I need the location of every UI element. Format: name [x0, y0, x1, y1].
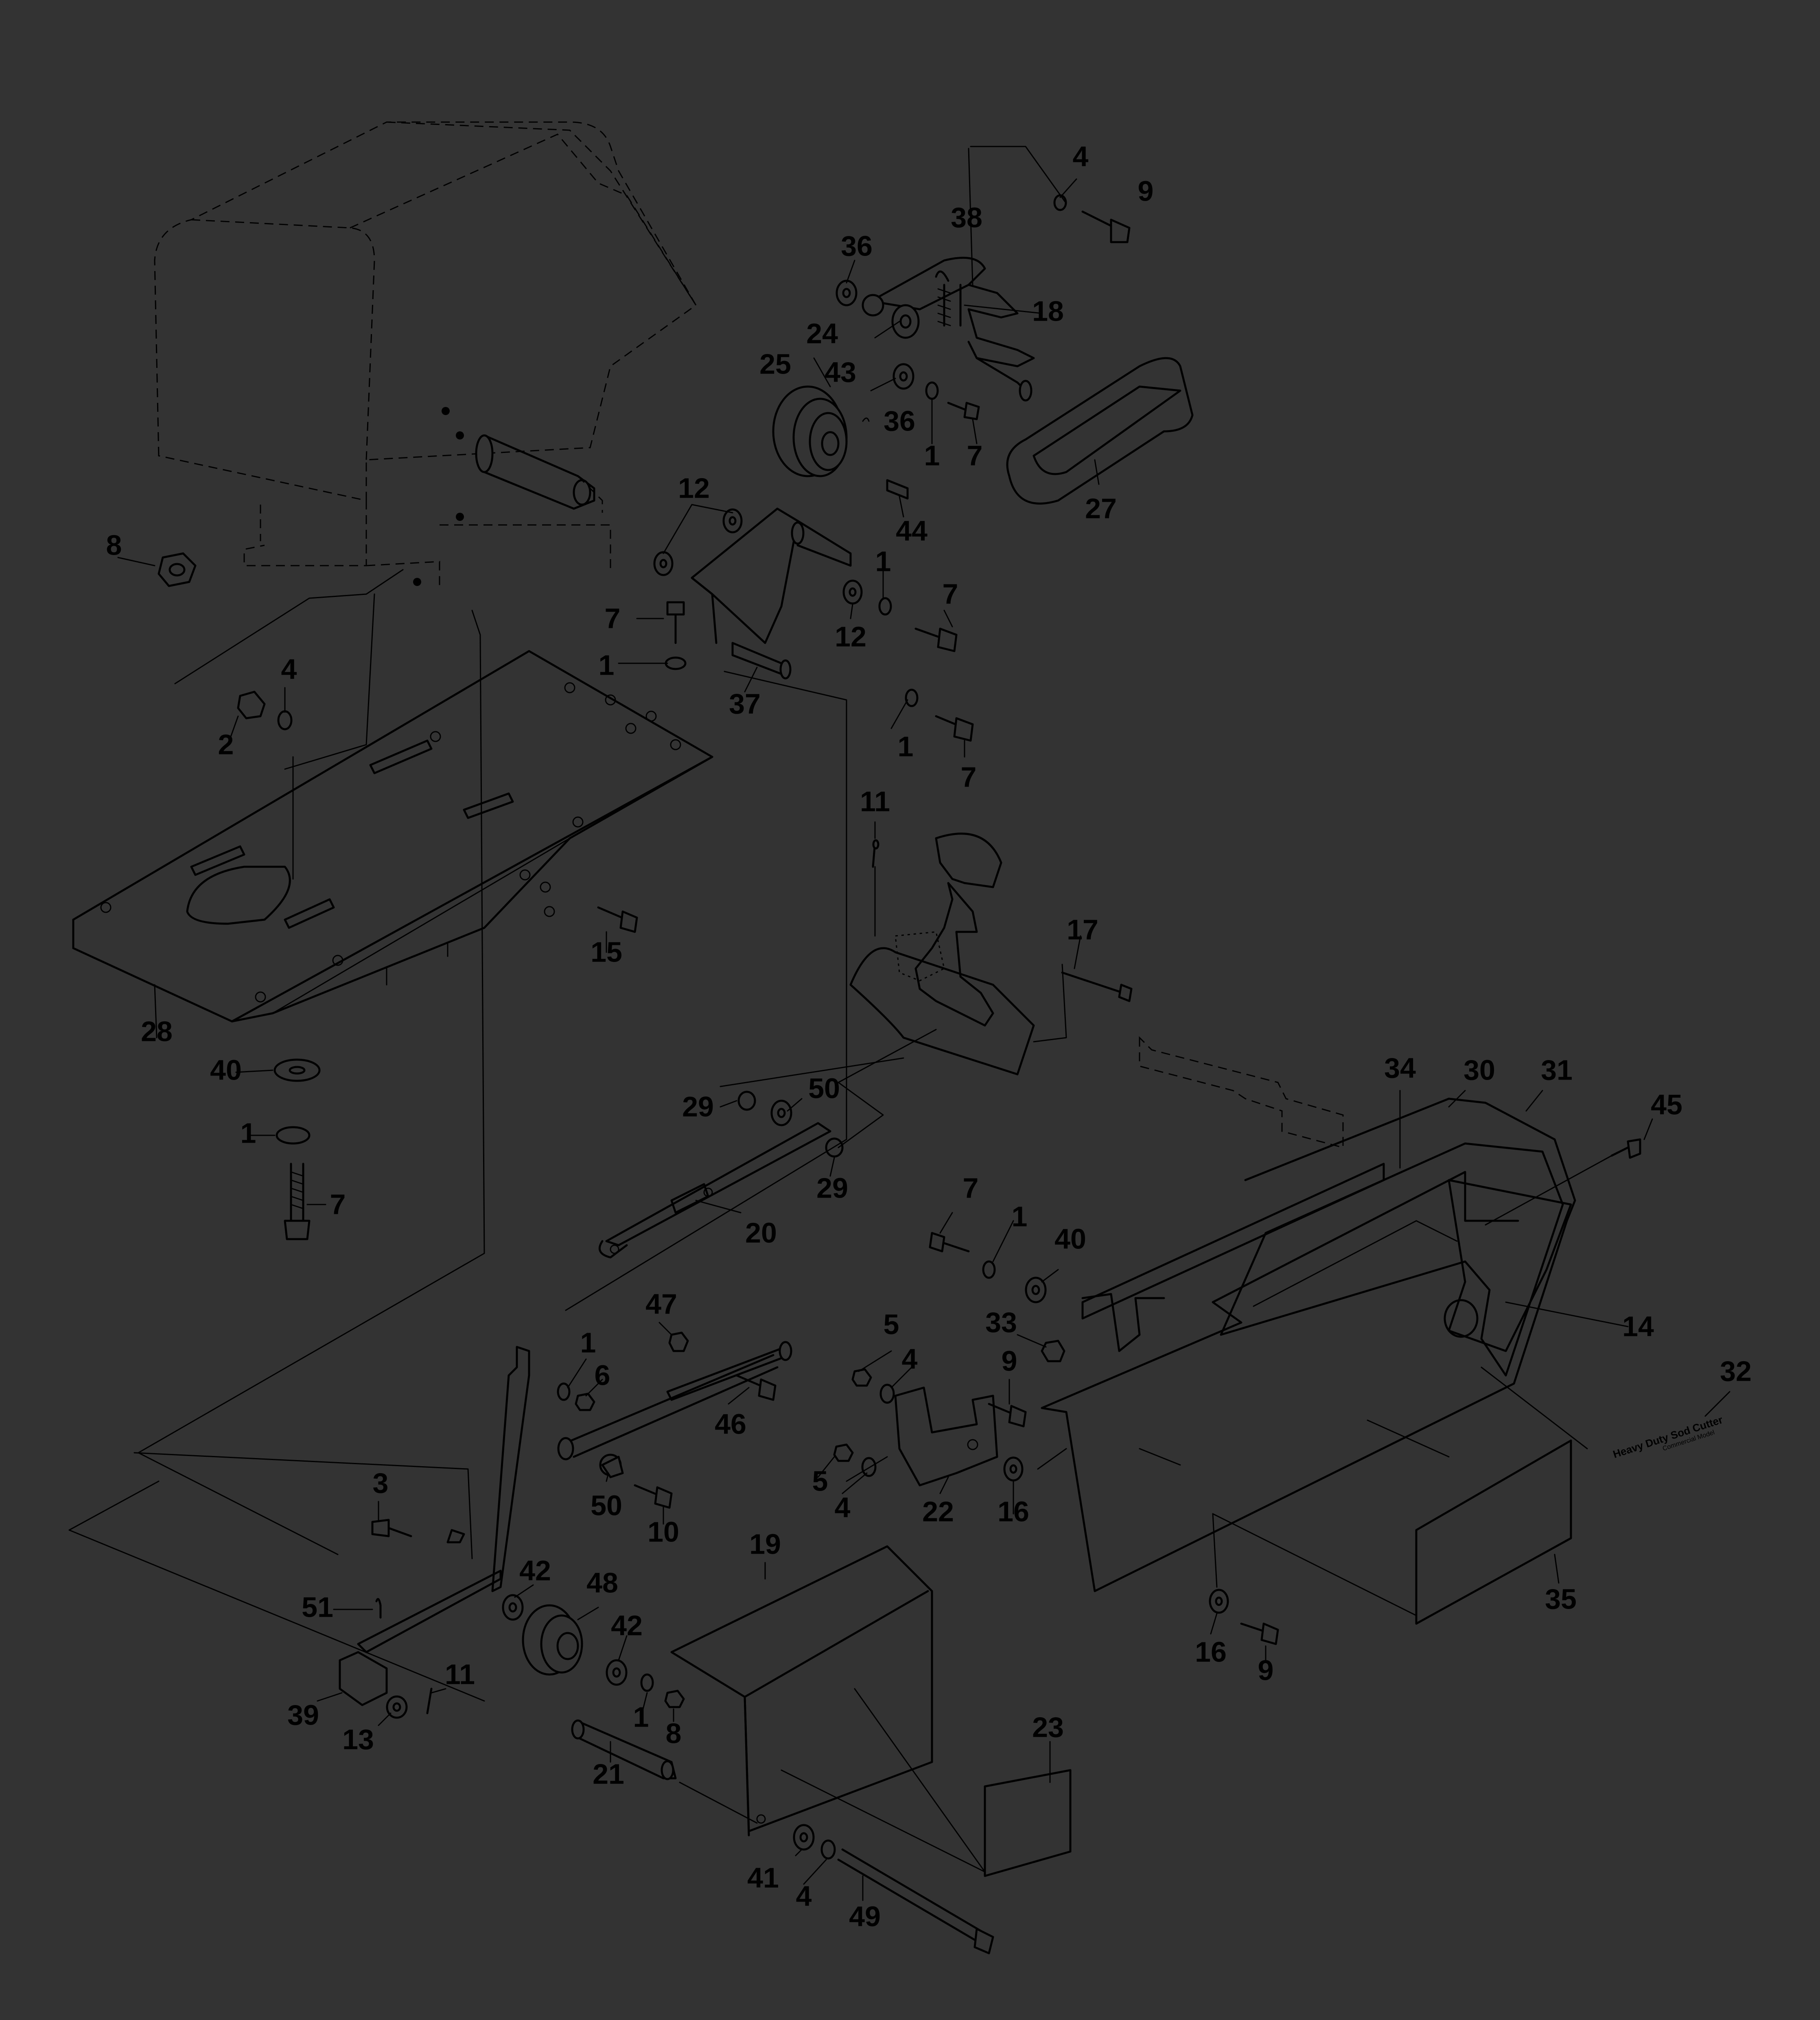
callout-6: 6 — [595, 1359, 610, 1391]
callout-50-b: 50 — [591, 1489, 622, 1521]
callout-1-c: 1 — [599, 649, 615, 681]
callout-45: 45 — [1651, 1089, 1682, 1120]
callout-1-h: 1 — [633, 1701, 649, 1733]
callout-29-b: 29 — [816, 1172, 848, 1204]
serial-decal: Heavy Duty Sod Cutter Commercial Model — [1611, 1413, 1724, 1460]
callout-41: 41 — [747, 1862, 779, 1893]
callout-48: 48 — [586, 1567, 618, 1598]
callout-1-g: 1 — [580, 1327, 596, 1358]
callout-1-b: 1 — [875, 545, 891, 577]
callout-9: 9 — [1138, 175, 1154, 207]
deck-housing — [1041, 1097, 1576, 1592]
callout-7: 7 — [967, 439, 983, 471]
callout-15: 15 — [591, 936, 622, 968]
lever-pulley — [522, 1604, 583, 1676]
callout-4-c: 4 — [902, 1343, 918, 1375]
hardware — [158, 194, 1641, 1954]
callout-42-b: 42 — [611, 1609, 643, 1641]
callout-5-b: 5 — [812, 1465, 828, 1497]
callout-25: 25 — [759, 348, 791, 380]
callout-4: 4 — [1073, 140, 1089, 172]
callout-12: 12 — [678, 472, 710, 504]
callout-13: 13 — [342, 1723, 374, 1755]
callout-7-b: 7 — [943, 578, 958, 610]
callout-30: 30 — [1463, 1054, 1495, 1086]
callout-2: 2 — [218, 728, 234, 760]
callout-1-f: 1 — [1012, 1200, 1028, 1232]
warning-decal — [1415, 1439, 1572, 1625]
callout-7-d: 7 — [961, 761, 977, 793]
callout-42: 42 — [519, 1554, 551, 1586]
callout-4-d: 4 — [835, 1491, 851, 1523]
callout-47: 47 — [645, 1288, 677, 1320]
callout-27: 27 — [1085, 492, 1117, 524]
callout-28: 28 — [141, 1015, 173, 1047]
callout-9-c: 9 — [1258, 1654, 1274, 1686]
callout-8: 8 — [106, 529, 122, 561]
u-bracket — [894, 1386, 998, 1487]
callout-36-b: 36 — [884, 405, 915, 437]
callout-36: 36 — [841, 230, 873, 262]
callout-39: 39 — [287, 1699, 319, 1731]
callout-33: 33 — [985, 1306, 1017, 1338]
callout-34: 34 — [1384, 1052, 1416, 1084]
callout-4-b: 4 — [281, 653, 297, 685]
callout-49: 49 — [849, 1900, 881, 1932]
callout-50: 50 — [808, 1072, 840, 1104]
callout-40: 40 — [210, 1054, 242, 1086]
callout-18: 18 — [1032, 295, 1064, 327]
callout-32: 32 — [1720, 1355, 1752, 1387]
callout-29: 29 — [682, 1091, 714, 1122]
callout-43: 43 — [825, 356, 856, 388]
callout-7-e: 7 — [330, 1188, 346, 1220]
callout-8-b: 8 — [666, 1717, 682, 1749]
callout-23: 23 — [1032, 1711, 1064, 1743]
callout-9-b: 9 — [1002, 1345, 1017, 1377]
engine-phantom — [154, 121, 697, 586]
callout-19: 19 — [749, 1528, 781, 1560]
callout-16-b: 16 — [1195, 1636, 1227, 1668]
callout-1: 1 — [924, 439, 940, 471]
callout-38: 38 — [951, 201, 982, 233]
drive-pulley — [772, 385, 848, 477]
drive-belt — [1006, 357, 1194, 505]
callout-11-b: 11 — [445, 1658, 475, 1690]
callout-24: 24 — [806, 317, 838, 349]
callout-7-c: 7 — [605, 602, 621, 634]
guard-decal — [984, 1769, 1072, 1877]
callout-17: 17 — [1067, 914, 1098, 945]
callout-21: 21 — [593, 1758, 624, 1790]
callout-37: 37 — [729, 688, 761, 719]
callout-51: 51 — [302, 1591, 333, 1623]
callout-10: 10 — [648, 1516, 679, 1548]
idler-bracket — [691, 507, 852, 680]
callout-44: 44 — [896, 515, 928, 547]
engine-shaft — [413, 407, 603, 586]
callout-11: 11 — [860, 785, 890, 817]
callout-31: 31 — [1541, 1054, 1573, 1086]
callout-16: 16 — [998, 1495, 1029, 1527]
callout-14: 14 — [1622, 1310, 1654, 1342]
callout-22: 22 — [922, 1495, 954, 1527]
callout-1-d: 1 — [898, 730, 914, 762]
callout-4-e: 4 — [796, 1880, 812, 1912]
callout-20: 20 — [745, 1217, 777, 1248]
callout-46: 46 — [715, 1408, 746, 1440]
callout-labels: 4 9 36 38 18 24 25 43 36 1 7 44 27 12 1 … — [106, 140, 1752, 1932]
callout-1-e: 1 — [241, 1117, 256, 1149]
leader-lines — [68, 146, 1730, 1901]
callout-7-f: 7 — [963, 1172, 979, 1204]
callout-3: 3 — [373, 1467, 389, 1499]
tension-lever — [339, 1341, 792, 1780]
belt-guard — [670, 1545, 933, 1836]
callout-5: 5 — [884, 1308, 899, 1340]
callout-12-b: 12 — [835, 621, 866, 652]
deck-bracket-phantom — [1139, 1036, 1344, 1148]
callout-35: 35 — [1545, 1583, 1577, 1615]
clutch-handle — [598, 833, 1035, 1259]
idler-arm — [862, 256, 1035, 402]
engine-mounting-plate — [72, 650, 713, 1023]
callout-40-b: 40 — [1054, 1223, 1086, 1255]
